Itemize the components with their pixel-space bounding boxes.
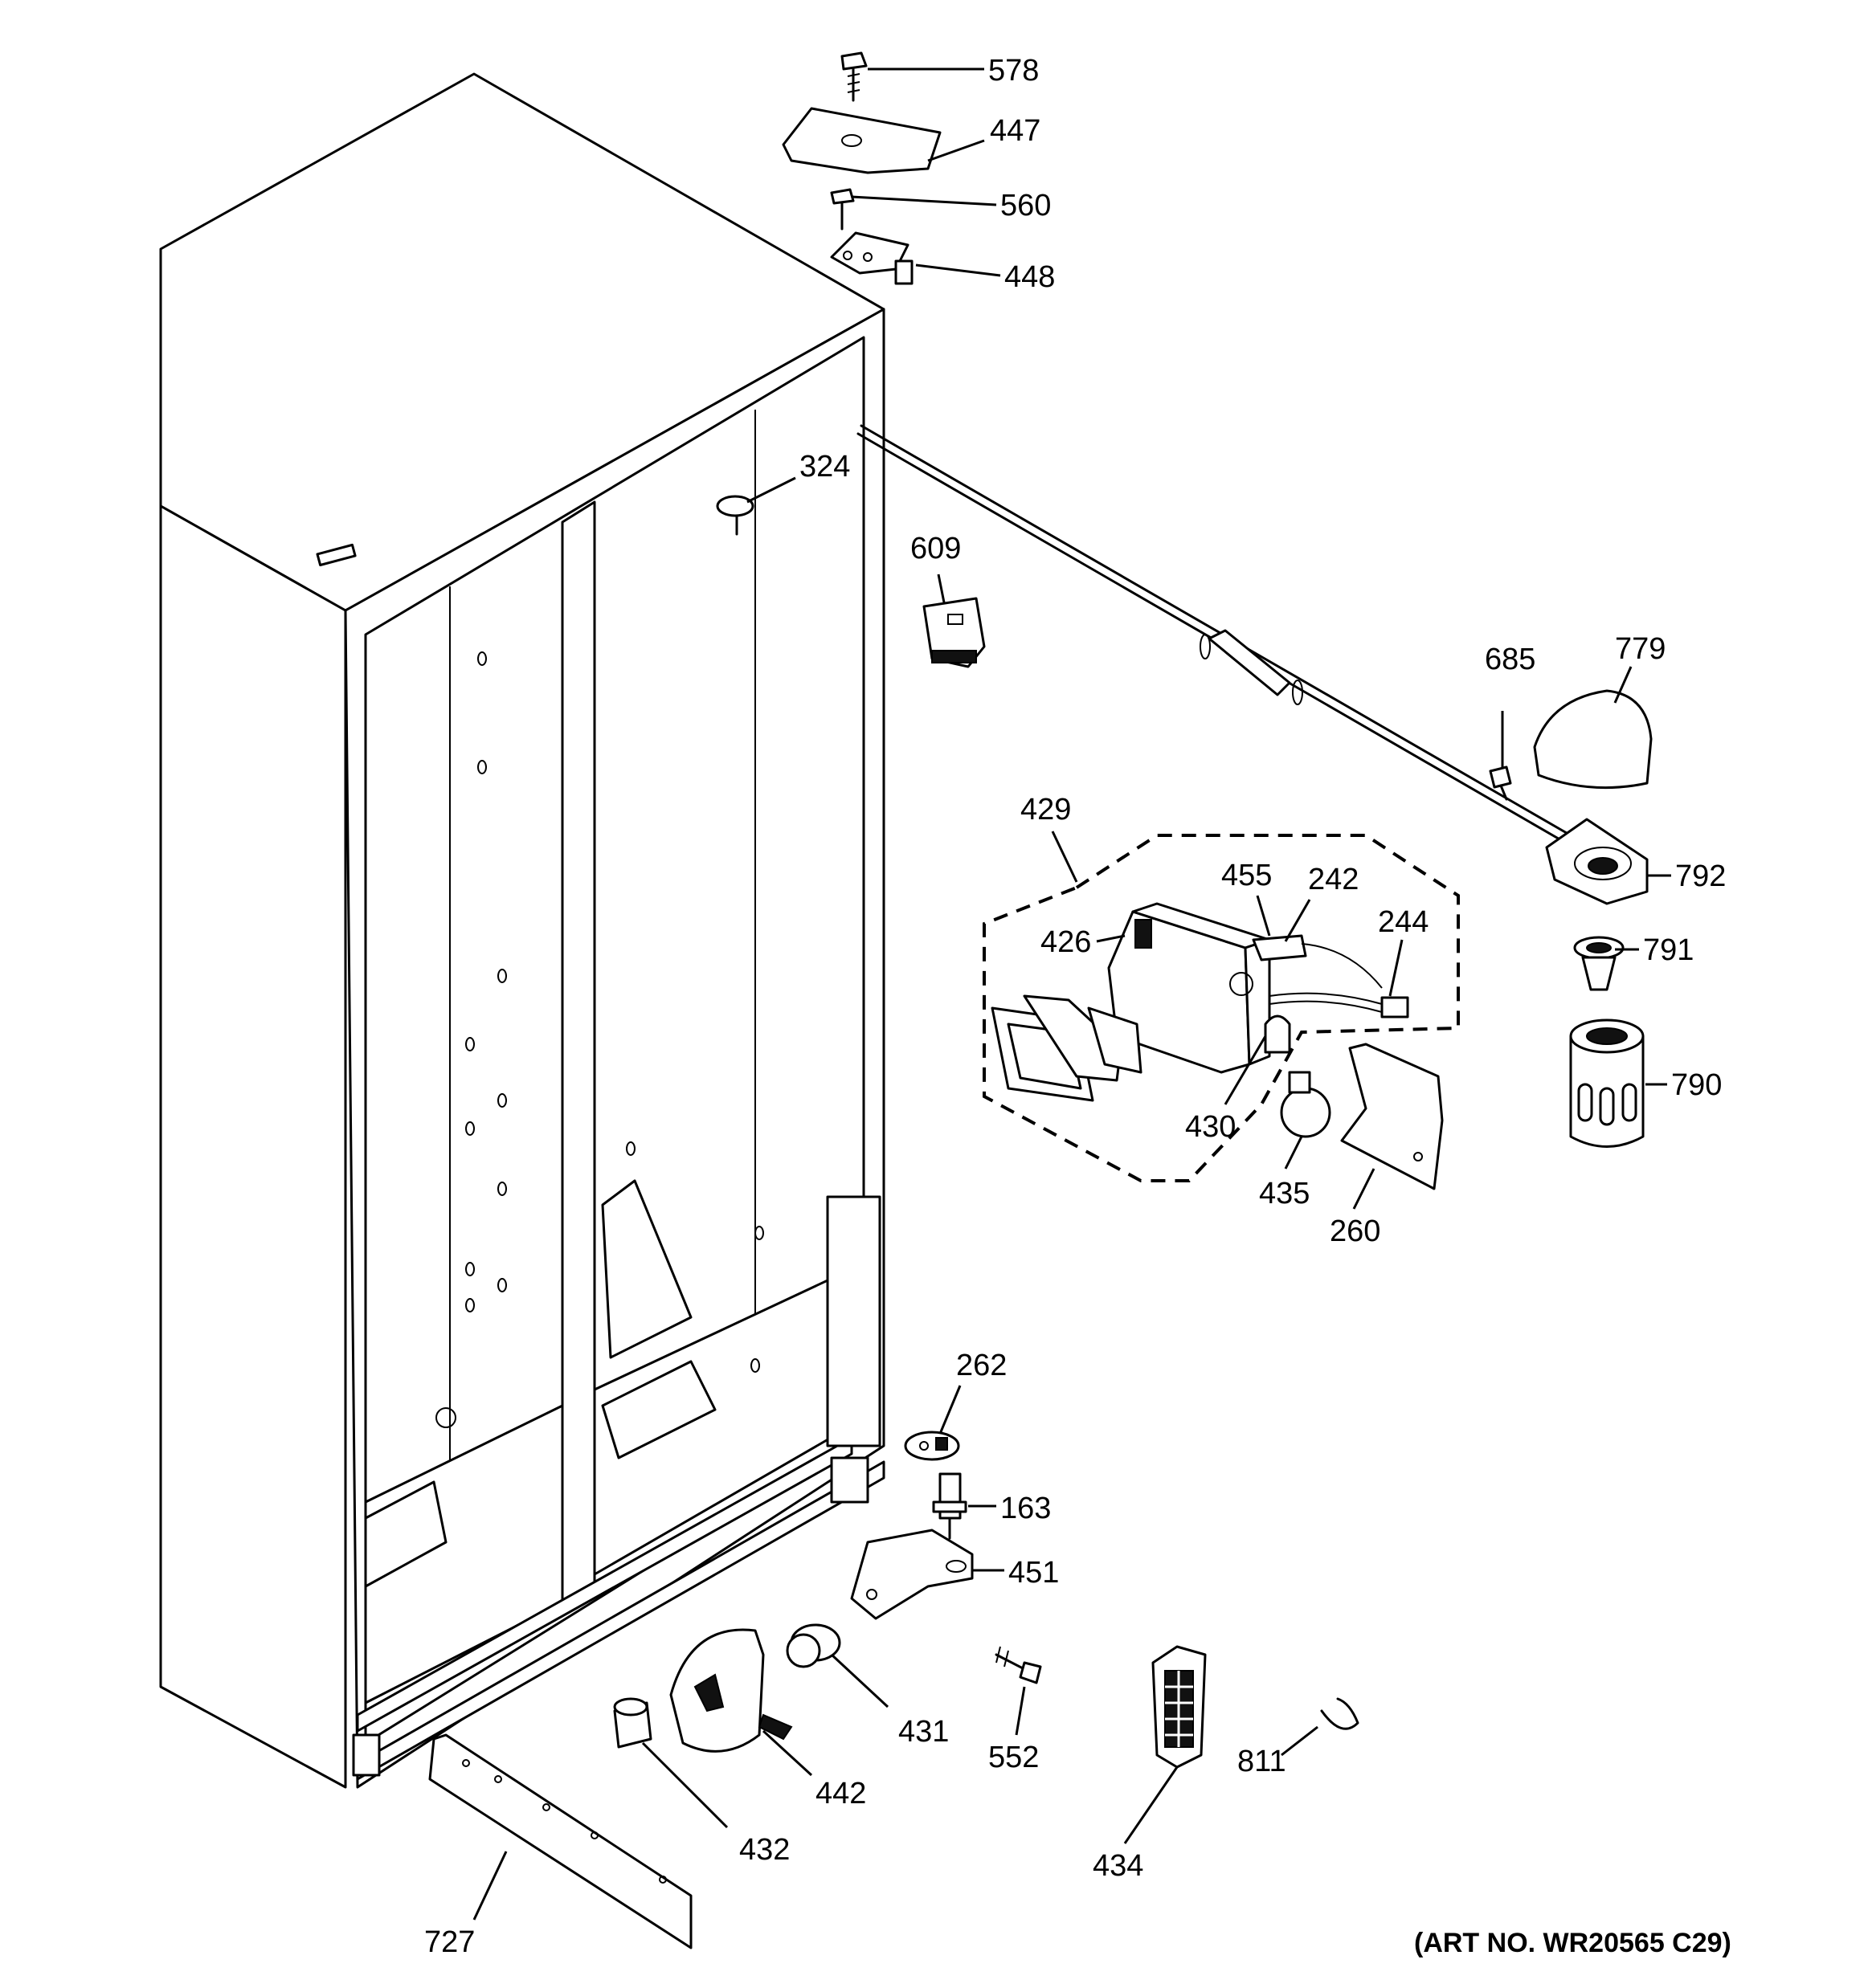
water-filter-790 [1569, 1018, 1645, 1148]
callout-560: 560 [1000, 189, 1051, 222]
callout-455: 455 [1221, 859, 1272, 892]
screw-578 [840, 51, 868, 102]
light-shield-260 [1340, 1043, 1444, 1190]
callout-262: 262 [956, 1349, 1007, 1382]
clip-811 [1320, 1697, 1359, 1730]
light-housing-426 [1107, 902, 1271, 1074]
callout-448: 448 [1004, 260, 1055, 294]
callout-451: 451 [1008, 1556, 1059, 1590]
screw-685 [1489, 765, 1512, 801]
callout-431: 431 [898, 1715, 949, 1749]
assembly-boundary-429 [983, 834, 1460, 1182]
callout-447: 447 [990, 114, 1040, 148]
callout-435: 435 [1259, 1177, 1310, 1210]
callout-727: 727 [424, 1925, 475, 1959]
callout-244: 244 [1378, 905, 1429, 939]
pin-163 [932, 1472, 967, 1540]
callout-429: 429 [1020, 793, 1071, 827]
filter-bypass-791 [1573, 936, 1625, 991]
grille-434 [1151, 1645, 1207, 1769]
art-number: (ART NO. WR20565 C29) [1414, 1928, 1731, 1958]
callout-779: 779 [1615, 632, 1666, 666]
callout-163: 163 [1000, 1492, 1051, 1525]
bottom-hinge-451 [850, 1529, 974, 1620]
callout-811: 811 [1237, 1745, 1286, 1778]
callout-242: 242 [1308, 863, 1359, 896]
refrigerator-cabinet [159, 72, 885, 1789]
screw-560 [830, 188, 855, 231]
callout-260: 260 [1330, 1214, 1380, 1248]
cam-262 [904, 1431, 960, 1461]
panel-holes [435, 651, 764, 1428]
toe-grille-727 [428, 1733, 693, 1949]
roller-432 [613, 1697, 652, 1749]
callout-609: 609 [910, 532, 961, 565]
relay-609 [922, 597, 986, 668]
screw-552 [995, 1646, 1042, 1684]
leader-lines [472, 67, 1671, 1921]
socket-430 [1264, 1014, 1291, 1054]
wheel-housing-442 [669, 1628, 793, 1753]
cover-779 [1533, 689, 1653, 790]
roller-431 [786, 1623, 841, 1668]
callout-791: 791 [1643, 933, 1694, 967]
wire-242 [1301, 943, 1383, 989]
bulb-435 [1280, 1071, 1331, 1138]
callout-552: 552 [988, 1741, 1039, 1774]
callout-434: 434 [1093, 1849, 1143, 1883]
callout-442: 442 [815, 1777, 866, 1810]
callout-578: 578 [988, 54, 1039, 88]
callout-426: 426 [1040, 925, 1091, 959]
callout-432: 432 [739, 1833, 790, 1867]
filter-head-792 [1545, 818, 1649, 905]
wire-harness-244 [1269, 992, 1409, 1018]
callout-790: 790 [1671, 1068, 1722, 1102]
hinge-cover-447 [782, 107, 942, 174]
callout-labels: 578 447 560 448 324 609 685 779 792 791 … [424, 54, 1726, 1959]
callout-430: 430 [1185, 1110, 1236, 1144]
callout-685: 685 [1485, 643, 1535, 676]
lens-frame [991, 994, 1142, 1102]
callout-792: 792 [1675, 859, 1726, 893]
hinge-448 [830, 231, 914, 285]
callout-324: 324 [799, 450, 850, 484]
plug-324 [716, 495, 754, 536]
water-line-harness [856, 424, 1572, 845]
switch-455 [1252, 934, 1307, 961]
